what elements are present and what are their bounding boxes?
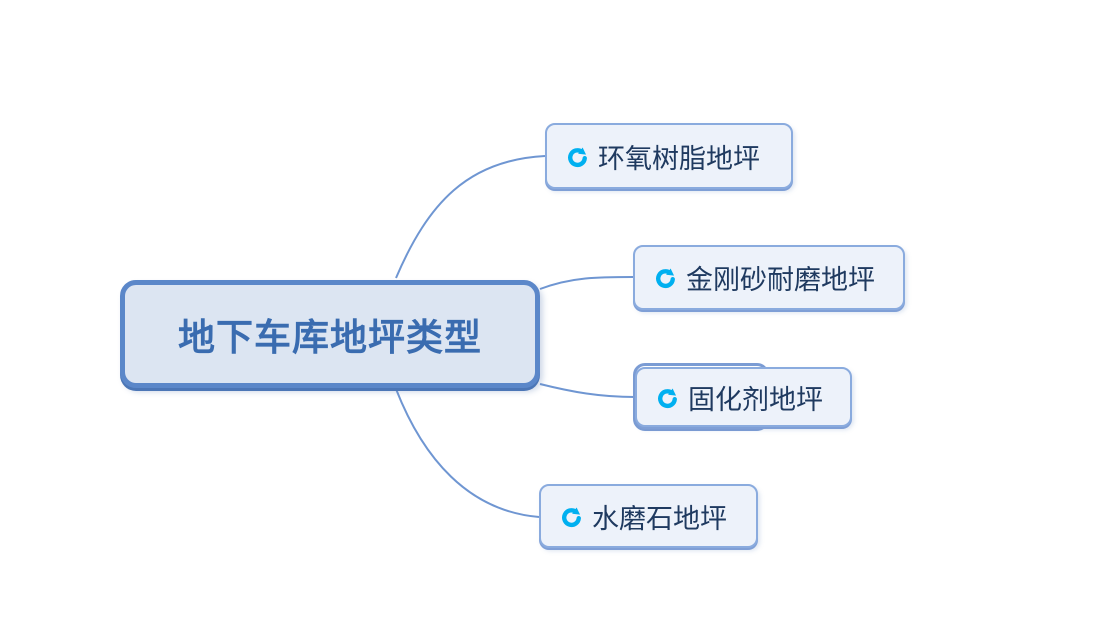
connector-curve-root-to-branch2 xyxy=(539,276,634,290)
branch-node-label: 金刚砂耐磨地坪 xyxy=(686,265,875,295)
connector-curve-root-to-branch3 xyxy=(539,383,636,398)
connector-curve-root-to-branch4 xyxy=(395,388,540,518)
refresh-icon xyxy=(568,146,587,167)
refresh-icon xyxy=(656,268,675,289)
refresh-icon xyxy=(562,506,581,527)
connector-curve-root-to-branch1 xyxy=(395,155,546,279)
branch-node-epoxy[interactable]: 环氧树脂地坪 xyxy=(545,123,793,189)
branch-node-emery[interactable]: 金刚砂耐磨地坪 xyxy=(633,245,905,310)
root-topic-label: 地下车库地坪类型 xyxy=(178,317,482,358)
branch-node-label: 固化剂地坪 xyxy=(688,384,823,415)
branch-node-curing-agent[interactable]: 固化剂地坪 xyxy=(635,367,852,427)
branch-node-label: 环氧树脂地坪 xyxy=(598,143,760,174)
branch-node-label: 水磨石地坪 xyxy=(592,503,727,534)
refresh-icon xyxy=(658,387,677,408)
branch-node-terrazzo[interactable]: 水磨石地坪 xyxy=(539,484,758,548)
root-topic-node[interactable]: 地下车库地坪类型 xyxy=(120,280,540,388)
